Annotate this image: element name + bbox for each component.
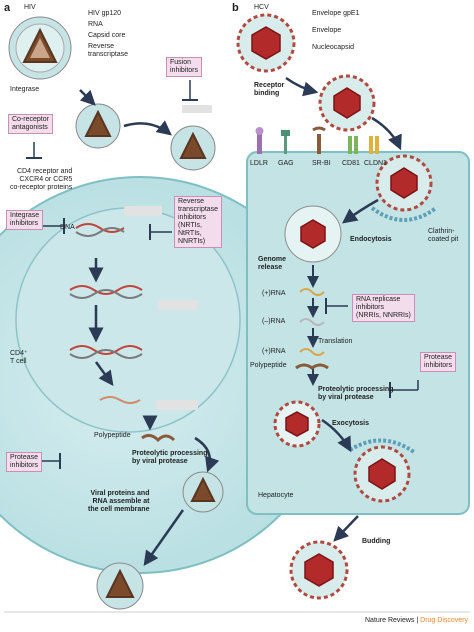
panel-a-letter: a: [4, 2, 11, 14]
hiv-rt-label: Reverse transcriptase: [88, 43, 129, 58]
receptor-ldlr: LDLR: [250, 160, 268, 167]
footer-separator: |: [414, 617, 421, 624]
hiv-virion-approach: [75, 103, 121, 149]
cd4-t-cell-label: CD4⁺ T cell: [10, 350, 28, 365]
footer-credit: Nature Reviews | Drug Discovery: [365, 617, 468, 624]
hiv-virion-budding: [182, 471, 224, 513]
hcv-virion-binding: [318, 74, 376, 132]
blank-label-3: [158, 300, 198, 310]
clathrin-pit-label: Clathrin- coated pit: [428, 228, 459, 243]
rt-inhibitors-box: Reverse transcriptase inhibitors (NRTIs,…: [174, 196, 223, 248]
hcv-virion-budding: [289, 540, 349, 600]
hiv-capsid-label: Capsid core: [88, 32, 126, 39]
blank-label-1: [182, 105, 212, 113]
hcv-gpe1-label: Envelope gpE1: [312, 10, 360, 17]
footer-section: Drug Discovery: [420, 617, 468, 624]
endocytosis-label: Endocytosis: [350, 236, 392, 243]
receptor-binding-label: Receptor binding: [254, 82, 285, 97]
hcv-virion-top: [236, 13, 296, 73]
hcv-endosome: [284, 205, 342, 263]
hiv-virion-released: [96, 562, 144, 610]
footer-journal: Nature Reviews: [365, 617, 415, 624]
cd4-receptor-label: CD4 receptor and CXCR4 or CCR5 co-recept…: [10, 168, 73, 191]
hiv-integrase-label: Integrase: [10, 86, 40, 93]
receptor-gag: GAG: [278, 160, 294, 167]
fusion-inhibitors-box: Fusion inhibitors: [166, 57, 203, 77]
receptor-cldn1: CLDN1: [364, 160, 387, 167]
hiv-proteolytic-label: Proteolytic processing by viral protease: [132, 450, 208, 465]
hiv-virion-fusion: [170, 125, 216, 171]
exocytosis-label: Exocytosis: [332, 420, 369, 427]
blank-label-2: [124, 206, 162, 216]
hiv-protease-inhibitors-box: Protease inhibitors: [6, 452, 43, 472]
hcv-nucleocapsid-label: Nucleocapsid: [312, 44, 355, 51]
hcv-virion-assembled: [273, 400, 321, 448]
hcv-virion-exocytosis: [353, 445, 411, 503]
hcv-polypeptide-label: Polypeptide: [250, 362, 287, 369]
receptor-sr-bi: SR-BI: [312, 160, 331, 167]
translation-label: Translation: [318, 338, 353, 345]
budding-label: Budding: [362, 538, 391, 545]
hcv-envelope-label: Envelope: [312, 27, 342, 34]
coreceptor-antagonists-box: Co-receptor antagonists: [8, 114, 53, 134]
genome-release-label: Genome release: [258, 256, 287, 271]
plus-rna-label-1: (+)RNA: [262, 290, 286, 297]
hiv-virion-top: [8, 16, 72, 80]
hcv-protease-inhibitors-box: Protease inhibitors: [420, 352, 457, 372]
hepatocyte-label: Hepatocyte: [258, 492, 294, 499]
hcv-virion-pit: [375, 154, 433, 212]
hiv-title: HIV: [24, 4, 36, 11]
blank-label-4: [156, 400, 198, 410]
hiv-gp120-label: HIV gp120: [88, 10, 122, 17]
receptor-glyphs: [255, 126, 379, 154]
hiv-polypeptide-label: Polypeptide: [94, 432, 131, 439]
hiv-assembly-label: Viral proteins and RNA assemble at the c…: [88, 490, 150, 513]
hcv-title: HCV: [254, 4, 269, 11]
hcv-proteolytic-label: Proteolytic processing by viral protease: [318, 386, 394, 401]
plus-rna-label-2: (+)RNA: [262, 348, 286, 355]
dna-label: DNA: [60, 224, 75, 231]
rna-replicase-inhibitors-box: RNA replicase inhibitors (NRRIs, NNRRIs): [352, 294, 415, 322]
receptor-cd81: CD81: [342, 160, 360, 167]
hiv-rna-label: RNA: [88, 21, 103, 28]
integrase-inhibitors-box: Integrase inhibitors: [6, 210, 44, 230]
panel-b-letter: b: [232, 2, 239, 14]
minus-rna-label: (–)RNA: [262, 318, 286, 325]
